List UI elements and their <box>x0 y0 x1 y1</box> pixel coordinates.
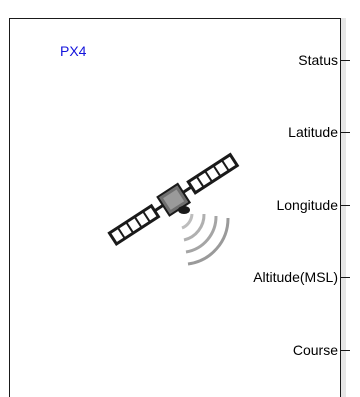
port-status[interactable] <box>341 60 350 61</box>
block-name-label: PX4 <box>60 43 87 59</box>
port-longitude[interactable] <box>341 205 350 206</box>
satellite-icon <box>107 152 240 266</box>
port-label-latitude: Latitude <box>288 124 338 140</box>
port-label-course: Course <box>292 342 338 358</box>
port-latitude[interactable] <box>341 132 350 133</box>
port-label-longitude: Longitude <box>276 197 338 213</box>
port-altitude[interactable] <box>341 277 350 278</box>
port-label-status: Status <box>298 52 338 68</box>
block-shadow <box>9 18 346 397</box>
port-label-altitude: Altitude(MSL) <box>253 269 338 285</box>
port-course[interactable] <box>341 350 350 351</box>
